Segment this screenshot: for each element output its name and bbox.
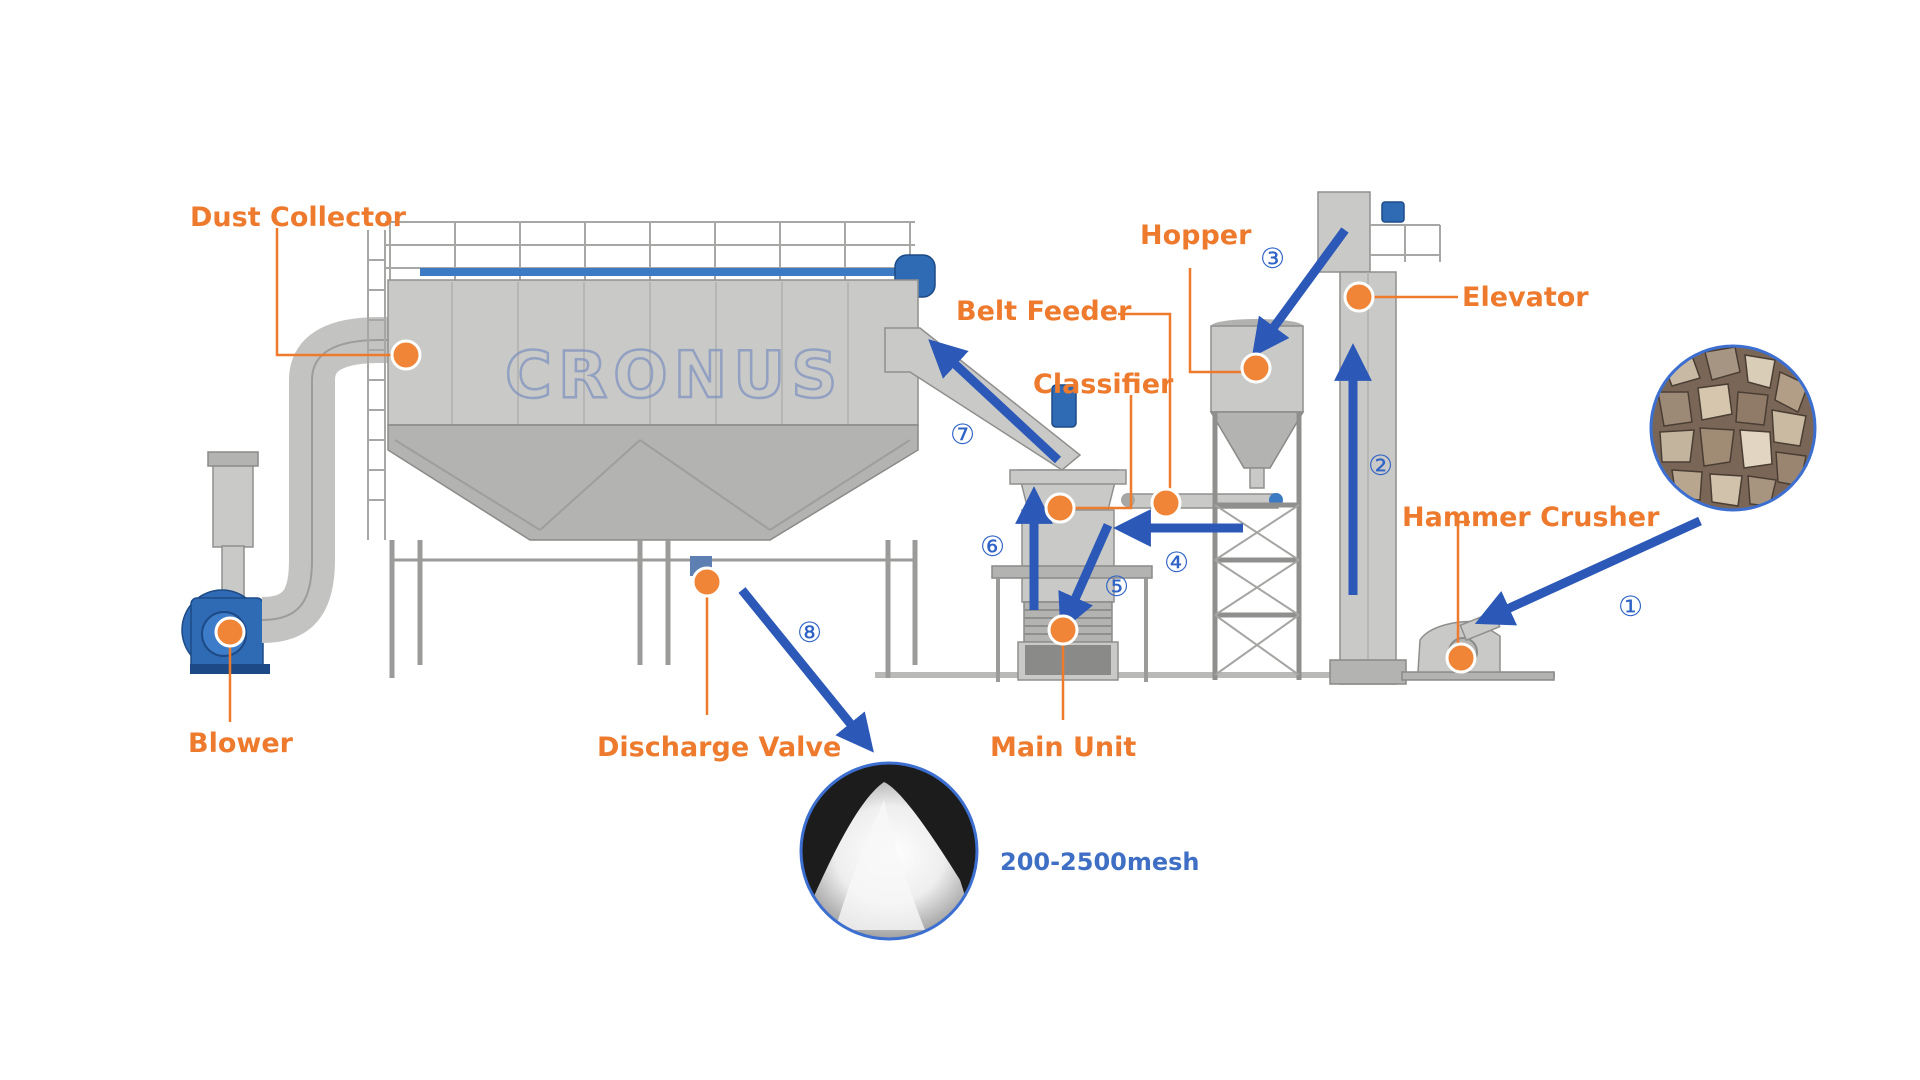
logo-watermark: CRONUS — [505, 339, 843, 413]
step-6: ⑥ — [980, 530, 1005, 563]
blower — [181, 317, 395, 674]
step-8: ⑧ — [797, 616, 822, 649]
dust-collector — [367, 221, 1082, 678]
flow-arrow-5 — [1058, 523, 1113, 633]
marker-classifier — [1044, 492, 1076, 524]
marker-discharge-valve — [691, 566, 723, 598]
marker-hammer-crusher — [1445, 642, 1477, 674]
leader-lines — [228, 228, 1470, 722]
powder-product-image — [799, 761, 979, 941]
flow-arrow-7 — [928, 339, 1062, 464]
marker-dust-collector — [390, 339, 422, 371]
flow-arrows — [738, 227, 1702, 753]
marker-elevator — [1343, 281, 1375, 313]
step-7: ⑦ — [950, 418, 975, 451]
step-4: ④ — [1164, 546, 1189, 579]
label-elevator: Elevator — [1462, 282, 1589, 313]
flow-arrow-1 — [1474, 516, 1702, 626]
label-classifier: Classifier — [1033, 369, 1174, 400]
component-markers — [214, 281, 1477, 674]
flow-arrow-3 — [1251, 227, 1349, 358]
label-blower: Blower — [188, 728, 294, 759]
step-2: ② — [1368, 449, 1393, 482]
label-belt-feeder: Belt Feeder — [956, 296, 1132, 327]
label-dust-collector: Dust Collector — [190, 202, 407, 233]
hammer-crusher — [1401, 610, 1555, 681]
label-discharge-valve: Discharge Valve — [597, 732, 841, 763]
label-hammer-crusher: Hammer Crusher — [1402, 502, 1660, 533]
step-3: ③ — [1260, 242, 1285, 275]
bucket-elevator — [1317, 191, 1441, 685]
raw-stone-image — [1649, 344, 1817, 512]
marker-hopper — [1240, 352, 1272, 384]
step-1: ① — [1618, 590, 1643, 623]
marker-blower — [214, 616, 246, 648]
output-mesh-label: 200-2500mesh — [1000, 848, 1200, 876]
marker-main-unit — [1047, 614, 1079, 646]
label-main-unit: Main Unit — [990, 732, 1136, 763]
flow-arrow-8 — [738, 587, 874, 753]
step-5: ⑤ — [1104, 570, 1129, 603]
marker-belt-feeder — [1150, 487, 1182, 519]
label-hopper: Hopper — [1140, 220, 1252, 251]
